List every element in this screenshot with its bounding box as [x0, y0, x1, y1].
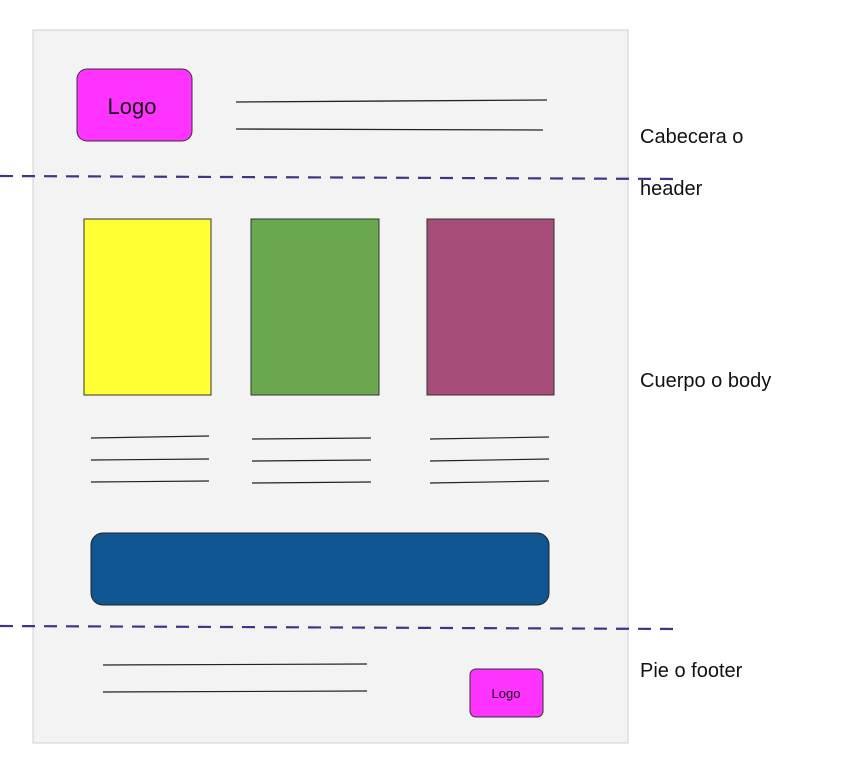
header-logo-box [76, 68, 193, 142]
card-text-lines-2 [251, 437, 372, 484]
footer-label: Pie o footer [640, 660, 743, 682]
card-text-lines-1 [90, 435, 210, 483]
header-divider [0, 174, 681, 181]
header-label-line2: header [640, 178, 703, 200]
footer-logo-text: Logo [492, 686, 521, 701]
card-green [250, 218, 380, 396]
header-text-line [235, 128, 544, 131]
header-label: Cabecera o header [640, 98, 743, 228]
footer-text-line [102, 663, 368, 666]
header-text-line [235, 99, 548, 103]
header-logo-text: Logo [108, 94, 157, 119]
footer-divider [0, 624, 681, 631]
card-yellow [83, 218, 212, 396]
footer-text-line [102, 690, 368, 693]
header-label-line1: Cabecera o [640, 126, 744, 148]
card-purple [426, 218, 555, 396]
card-text-lines-3 [429, 436, 550, 484]
body-banner [90, 532, 550, 606]
footer-logo-box [469, 668, 544, 718]
body-label: Cuerpo o body [640, 370, 772, 392]
